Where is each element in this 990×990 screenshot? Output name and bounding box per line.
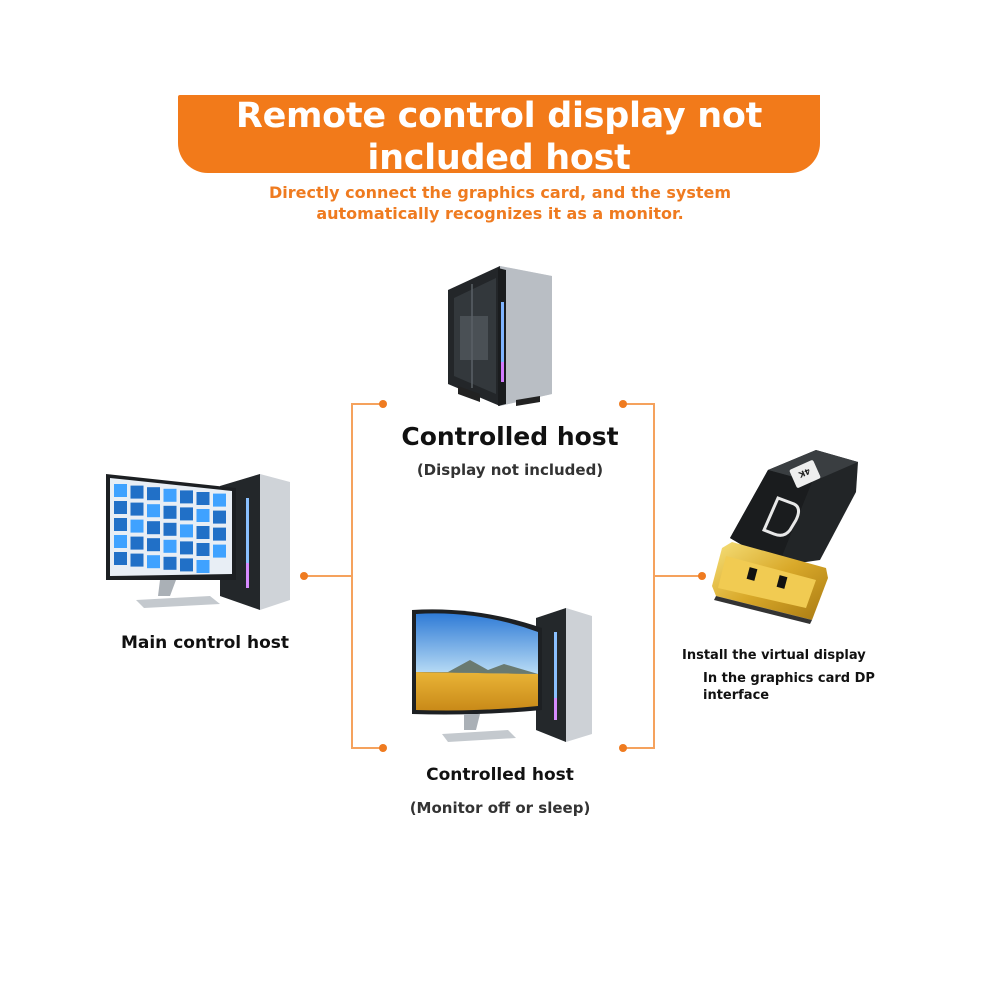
screen-tile <box>130 485 144 499</box>
connector-dot <box>379 744 387 752</box>
screen-tile <box>213 493 226 507</box>
screen-tile <box>114 535 127 548</box>
screen-tile <box>180 490 193 504</box>
screen-tile <box>213 544 226 558</box>
screen-tile <box>130 536 144 550</box>
screen-tile <box>180 507 193 521</box>
top-host-title: Controlled host <box>401 422 619 451</box>
left-bracket-line <box>351 403 383 749</box>
screen-tile <box>130 553 144 567</box>
adapter-caption-line2: In the graphics card DP <box>703 671 875 686</box>
banner-subtitle-line2: automatically recognizes it as a monitor… <box>316 204 684 223</box>
screen-tile <box>196 509 210 522</box>
banner-subtitle: Directly connect the graphics card, and … <box>210 182 790 224</box>
screen-tile <box>196 492 210 505</box>
screen-tile <box>147 504 160 518</box>
screen-tile <box>114 518 127 531</box>
adapter-caption: In the graphics card DP interface <box>703 670 963 704</box>
screen-tile <box>163 556 177 570</box>
banner-title-line2: included host <box>367 138 631 178</box>
screen-tile <box>147 521 160 535</box>
main-control-host-icon <box>106 474 290 610</box>
screen-tile <box>163 505 177 519</box>
screen-tile <box>114 552 127 565</box>
top-host-subtitle: (Display not included) <box>416 461 604 479</box>
right-bracket-line <box>623 403 655 749</box>
screen-tile <box>114 501 127 514</box>
connector-dot <box>698 572 706 580</box>
connector-dot <box>619 400 627 408</box>
screen-tile <box>196 560 210 573</box>
banner-title: Remote control display not included host <box>178 95 820 179</box>
dp-adapter-icon: 4K <box>712 450 858 624</box>
banner-title-line1: Remote control display not <box>235 96 763 136</box>
connector-dot <box>619 744 627 752</box>
screen-tile <box>213 510 226 524</box>
bottom-host-subtitle: (Monitor off or sleep) <box>409 799 591 817</box>
title-banner <box>178 95 820 173</box>
screen-tile <box>114 484 127 497</box>
screen-tile <box>147 555 160 569</box>
connector-dot <box>379 400 387 408</box>
adapter-caption-line1: Install the virtual display <box>682 648 866 663</box>
banner-subtitle-line1: Directly connect the graphics card, and … <box>268 183 732 202</box>
uhd-badge: 4K <box>789 460 821 488</box>
screen-tile <box>196 526 210 539</box>
adapter-caption-line3: interface <box>703 688 770 703</box>
pc-tower-icon <box>448 266 552 406</box>
screen-tile <box>180 541 193 555</box>
screen-tile <box>180 558 193 572</box>
screen-tile <box>130 519 144 533</box>
screen-tile <box>147 487 160 501</box>
screen-tile <box>196 543 210 556</box>
screen-tile <box>163 522 177 536</box>
controlled-host-monitor-icon <box>412 608 592 742</box>
screen-tile <box>130 502 144 516</box>
bottom-host-title: Controlled host <box>426 765 574 785</box>
screen-tile <box>147 538 160 552</box>
main-host-title: Main control host <box>120 633 290 653</box>
screen-tile <box>213 527 226 541</box>
screen-tile <box>163 488 177 502</box>
screen-tile <box>163 539 177 553</box>
screen-tile <box>180 524 193 538</box>
connector-dot <box>300 572 308 580</box>
